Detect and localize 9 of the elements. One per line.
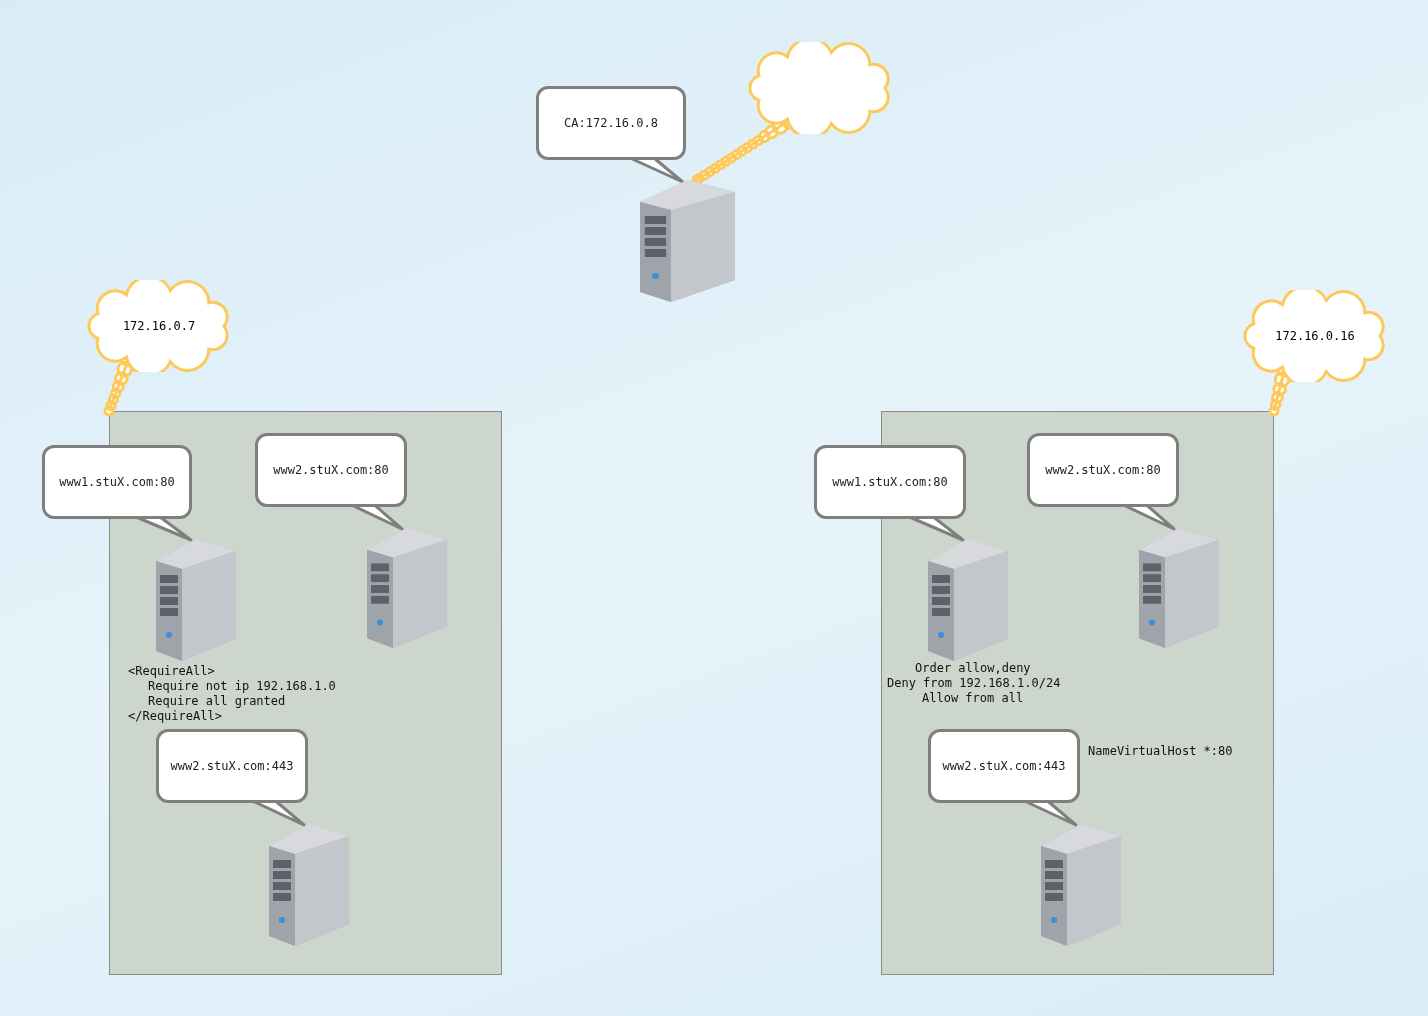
config-line: Require not ip 192.168.1.0 <box>148 679 336 693</box>
config-line: Deny from 192.168.1.0/24 <box>887 676 1061 690</box>
config-line: Allow from all <box>922 691 1024 705</box>
config-line: <RequireAll> <box>128 664 215 678</box>
ip-address: 172.16.0.7 <box>122 319 196 333</box>
config-line: NameVirtualHost *:80 <box>1088 744 1233 758</box>
ip-address: 172.16.0.16 <box>1275 329 1355 343</box>
config-line: </RequireAll> <box>128 709 222 723</box>
config-line: Require all granted <box>148 694 286 708</box>
